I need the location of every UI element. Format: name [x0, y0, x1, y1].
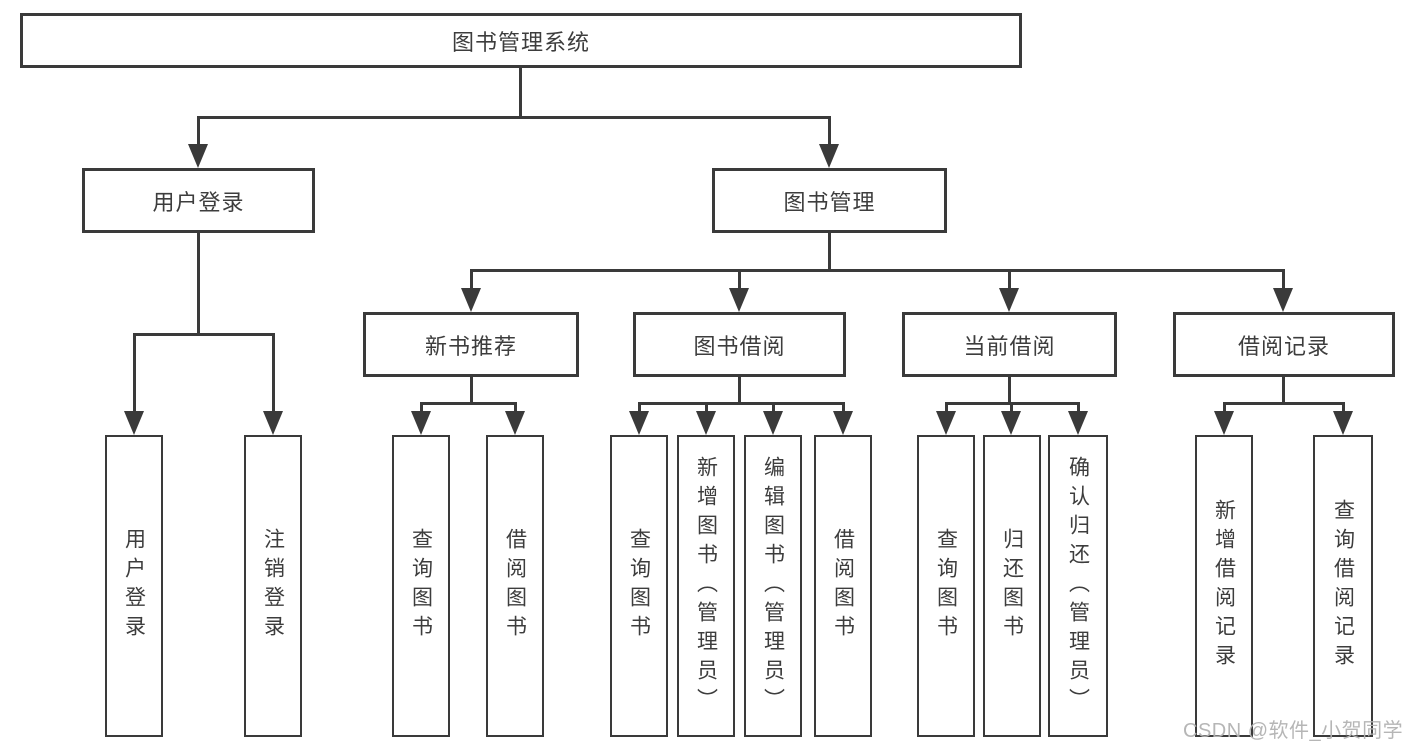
leaf-add-borrow-record: 新增借阅记录	[1195, 435, 1253, 737]
node-current-borrow-label: 当前借阅	[963, 333, 1056, 359]
arrow-down-icon	[999, 288, 1019, 312]
arrow-down-icon	[833, 411, 853, 435]
connector-borrow-records-stem	[1282, 269, 1285, 290]
connector-current-borrow-stem	[1008, 269, 1011, 290]
connector-leaf-stem	[514, 402, 517, 413]
arrow-down-icon	[1001, 411, 1021, 435]
connector-user-login-stem	[197, 116, 200, 146]
connector-leaf-stem	[945, 402, 948, 413]
node-book-borrow-label: 图书借阅	[693, 333, 786, 359]
node-book-mgmt-label: 图书管理	[783, 189, 876, 215]
arrow-down-icon	[936, 411, 956, 435]
leaf-user-login: 用户登录	[105, 435, 163, 737]
leaf-return-book: 归还图书	[983, 435, 1041, 737]
connector-root-trunk	[519, 68, 522, 118]
connector-leaf-stem	[1223, 402, 1226, 413]
leaf-add-borrow-record-label: 新增借阅记录	[1212, 499, 1236, 673]
node-root-label: 图书管理系统	[451, 29, 590, 55]
connector-new-books-hline	[420, 402, 517, 405]
connector-sections-hline	[470, 269, 1284, 272]
connector-book-borrow-hline	[638, 402, 845, 405]
connector-book-mgmt-trunk	[828, 233, 831, 272]
connector-leaf-stem	[1342, 402, 1345, 413]
connector-leaf-stem	[705, 402, 708, 413]
leaf-edit-book-admin-label: 编辑图书（管理员）	[761, 455, 785, 717]
leaf-query-books-2-label: 查询图书	[627, 528, 651, 644]
leaf-confirm-return-admin-label: 确认归还（管理员）	[1066, 455, 1090, 717]
connector-leaf-logout-stem	[272, 333, 275, 412]
arrow-down-icon	[819, 144, 839, 168]
node-new-books-label: 新书推荐	[424, 333, 517, 359]
leaf-query-borrow-record-label: 查询借阅记录	[1331, 499, 1355, 673]
node-book-mgmt: 图书管理	[712, 168, 947, 233]
leaf-borrow-books-1-label: 借阅图书	[503, 528, 527, 644]
arrow-down-icon	[763, 411, 783, 435]
arrow-down-icon	[1068, 411, 1088, 435]
connector-leaf-stem	[420, 402, 423, 413]
arrow-down-icon	[629, 411, 649, 435]
arrow-down-icon	[263, 411, 283, 435]
leaf-add-book-admin: 新增图书（管理员）	[677, 435, 735, 737]
connector-current-borrow-trunk	[1008, 377, 1011, 404]
arrow-down-icon	[461, 288, 481, 312]
leaf-query-books-3: 查询图书	[917, 435, 975, 737]
node-borrow-records-label: 借阅记录	[1237, 333, 1330, 359]
leaf-query-books-3-label: 查询图书	[934, 528, 958, 644]
node-user-login-label: 用户登录	[152, 189, 245, 215]
connector-leaf-stem	[842, 402, 845, 413]
arrow-down-icon	[1333, 411, 1353, 435]
leaf-logout: 注销登录	[244, 435, 302, 737]
node-borrow-records: 借阅记录	[1173, 312, 1395, 377]
arrow-down-icon	[188, 144, 208, 168]
leaf-confirm-return-admin: 确认归还（管理员）	[1048, 435, 1108, 737]
leaf-borrow-books-2-label: 借阅图书	[831, 528, 855, 644]
arrow-down-icon	[505, 411, 525, 435]
leaf-edit-book-admin: 编辑图书（管理员）	[744, 435, 802, 737]
connector-new-books-trunk	[470, 377, 473, 404]
connector-book-mgmt-stem	[828, 116, 831, 146]
connector-borrow-records-trunk	[1282, 377, 1285, 404]
connector-new-books-stem	[470, 269, 473, 290]
connector-leaf-stem	[1010, 402, 1013, 413]
node-new-books: 新书推荐	[363, 312, 579, 377]
connector-book-borrow-trunk	[738, 377, 741, 404]
arrow-down-icon	[124, 411, 144, 435]
connector-book-borrow-stem	[738, 269, 741, 290]
leaf-logout-label: 注销登录	[261, 528, 285, 644]
leaf-query-books-1: 查询图书	[392, 435, 450, 737]
leaf-borrow-books-1: 借阅图书	[486, 435, 544, 737]
connector-level1-hline	[197, 116, 831, 119]
leaf-borrow-books-2: 借阅图书	[814, 435, 872, 737]
node-current-borrow: 当前借阅	[902, 312, 1117, 377]
connector-leaf-stem	[1077, 402, 1080, 413]
csdn-watermark: CSDN @软件_小贺同学	[1183, 720, 1404, 742]
leaf-return-book-label: 归还图书	[1000, 528, 1024, 644]
leaf-query-books-1-label: 查询图书	[409, 528, 433, 644]
node-root-system: 图书管理系统	[20, 13, 1022, 68]
connector-leaf-user-login-stem	[133, 333, 136, 412]
arrow-down-icon	[1214, 411, 1234, 435]
node-book-borrow: 图书借阅	[633, 312, 846, 377]
connector-user-login-trunk	[197, 233, 200, 335]
connector-user-login-hline	[133, 333, 275, 336]
arrow-down-icon	[411, 411, 431, 435]
leaf-query-borrow-record: 查询借阅记录	[1313, 435, 1373, 737]
node-user-login: 用户登录	[82, 168, 315, 233]
arrow-down-icon	[729, 288, 749, 312]
arrow-down-icon	[1273, 288, 1293, 312]
leaf-add-book-admin-label: 新增图书（管理员）	[694, 455, 718, 717]
leaf-query-books-2: 查询图书	[610, 435, 668, 737]
connector-leaf-stem	[772, 402, 775, 413]
leaf-user-login-label: 用户登录	[122, 528, 146, 644]
arrow-down-icon	[696, 411, 716, 435]
connector-borrow-records-hline	[1223, 402, 1345, 405]
connector-leaf-stem	[638, 402, 641, 413]
